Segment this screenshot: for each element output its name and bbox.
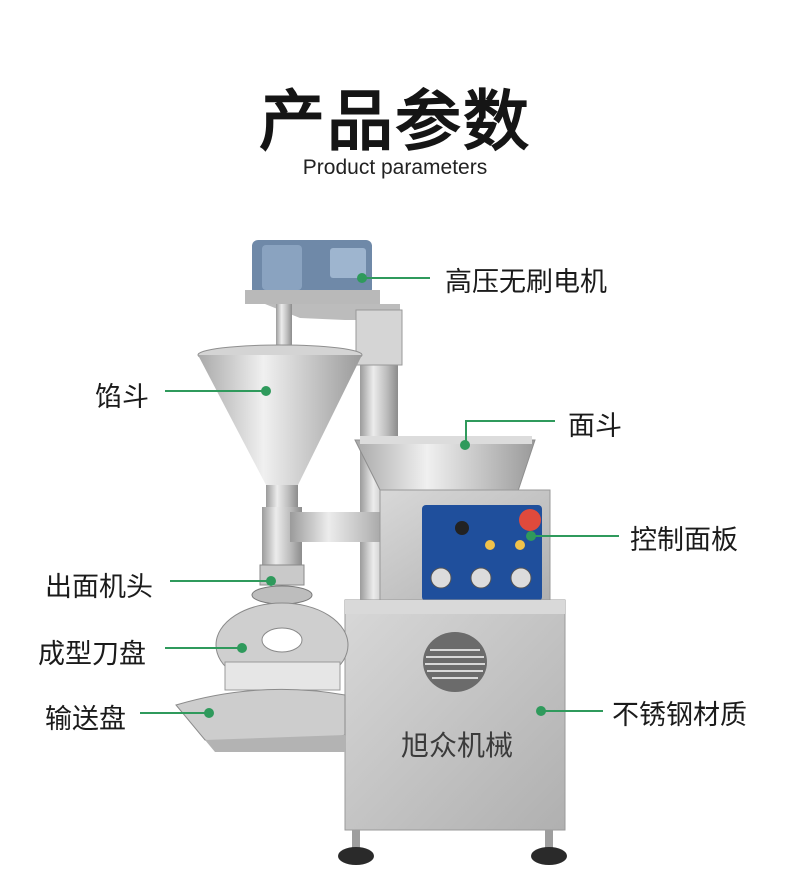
brand-text: 旭众机械 (401, 729, 513, 762)
label-stainless-steel: 不锈钢材质 (612, 700, 747, 731)
machine-feet (338, 830, 567, 865)
leader-stainless-steel (541, 710, 603, 712)
control-panel (422, 505, 542, 601)
machine-illustration: 旭众机械 (175, 240, 567, 865)
dot-conveyor-tray (204, 708, 214, 718)
dot-extruder-head (266, 576, 276, 586)
label-forming-disc: 成型刀盘 (38, 639, 146, 670)
leader-filling-hopper (165, 390, 265, 392)
label-dough-hopper: 面斗 (568, 411, 622, 442)
leader-conveyor-tray (140, 712, 208, 714)
motor (245, 240, 380, 304)
extruder-head (251, 564, 313, 605)
leader-control-panel (531, 535, 619, 537)
filling-hopper (197, 344, 363, 567)
forming-disc (215, 602, 349, 691)
dot-filling-hopper (261, 386, 271, 396)
leader-dough-hopper-v (465, 420, 467, 444)
dot-dough-hopper (460, 440, 470, 450)
leader-extruder-head (170, 580, 270, 582)
conveyor-tray (175, 688, 346, 752)
label-control-panel: 控制面板 (630, 525, 738, 556)
leader-forming-disc (165, 647, 241, 649)
label-filling-hopper: 馅斗 (95, 382, 149, 413)
main-cabinet (344, 599, 566, 831)
leader-dough-hopper (465, 420, 555, 422)
dot-motor (357, 273, 367, 283)
page-subtitle: Product parameters (302, 156, 488, 179)
dot-forming-disc (237, 643, 247, 653)
leader-motor (362, 277, 430, 279)
label-extruder-head: 出面机头 (45, 572, 153, 603)
label-motor: 高压无刷电机 (445, 267, 607, 298)
page-title: 产品参数 (259, 83, 531, 160)
label-conveyor-tray: 输送盘 (45, 704, 126, 735)
